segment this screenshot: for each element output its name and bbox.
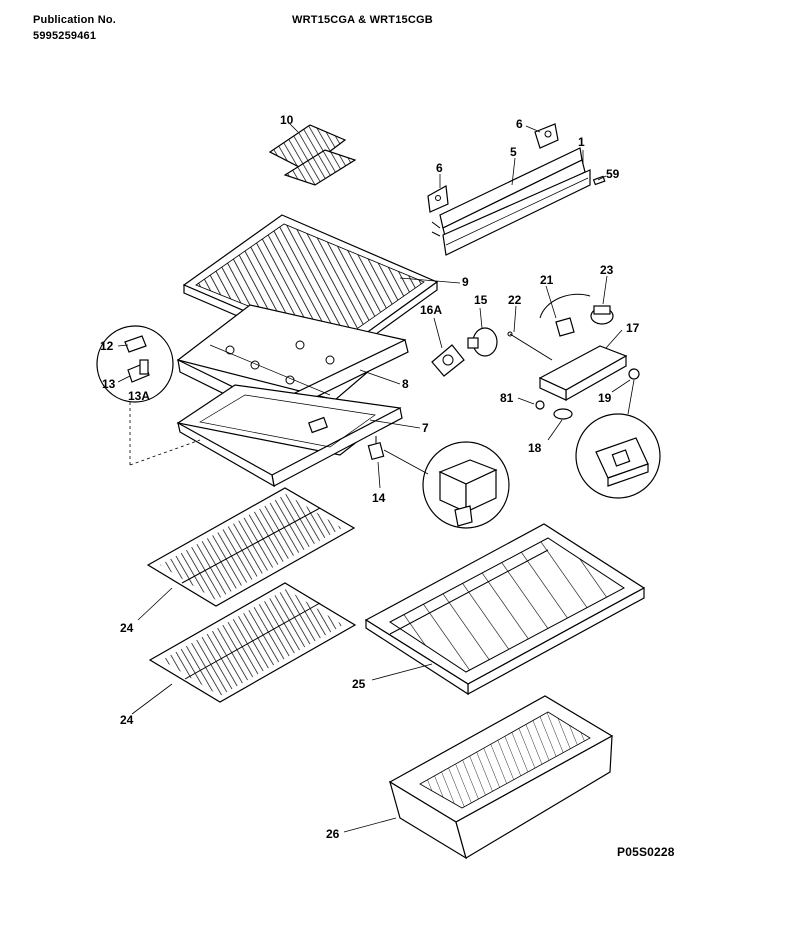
callout-17: 17: [626, 321, 640, 335]
callout-59: 59: [606, 167, 620, 181]
publication-number: 5995259461: [33, 30, 97, 42]
callout-8: 8: [402, 377, 409, 391]
callout-23: 23: [600, 263, 614, 277]
callout-6-upper: 6: [516, 117, 523, 131]
crisper-cover-part: [364, 523, 646, 696]
lower-shelf-part: [176, 384, 403, 488]
callout-14: 14: [372, 491, 386, 505]
light-assembly: [431, 327, 498, 377]
callout-19: 19: [598, 391, 612, 405]
bracket-detail-circle: [96, 325, 174, 403]
callout-26: 26: [326, 827, 340, 841]
wire-shelf-upper: [146, 487, 356, 607]
callout-18: 18: [528, 441, 542, 455]
callout-10: 10: [280, 113, 294, 127]
callout-13a: 13A: [128, 389, 150, 403]
crisper-drawer-part: [388, 695, 614, 860]
ice-tray-part: [268, 124, 357, 186]
callout-24-upper: 24: [120, 621, 134, 635]
callout-13: 13: [102, 377, 116, 391]
callout-81: 81: [500, 391, 514, 405]
damper-detail-circle: [367, 436, 510, 529]
callout-22: 22: [508, 293, 522, 307]
callout-15: 15: [474, 293, 488, 307]
callout-25: 25: [352, 677, 366, 691]
control-housing-assembly: [507, 293, 628, 402]
callout-1: 1: [578, 135, 585, 149]
wire-shelf-lower: [148, 582, 357, 703]
callout-21: 21: [540, 273, 554, 287]
switch-detail-circle: [535, 368, 661, 499]
shelf-rail-assembly: [427, 123, 606, 256]
callout-6-lower: 6: [436, 161, 443, 175]
callout-12: 12: [100, 339, 114, 353]
callout-24-lower: 24: [120, 713, 134, 727]
publication-label: Publication No.: [33, 14, 117, 26]
model-title: WRT15CGA & WRT15CGB: [292, 14, 433, 26]
callout-7: 7: [422, 421, 429, 435]
top-shelf-part: [182, 214, 439, 362]
callout-9: 9: [462, 275, 469, 289]
drawing-code: P05S0228: [617, 845, 675, 859]
callout-16a: 16A: [420, 303, 442, 317]
callout-5: 5: [510, 145, 517, 159]
